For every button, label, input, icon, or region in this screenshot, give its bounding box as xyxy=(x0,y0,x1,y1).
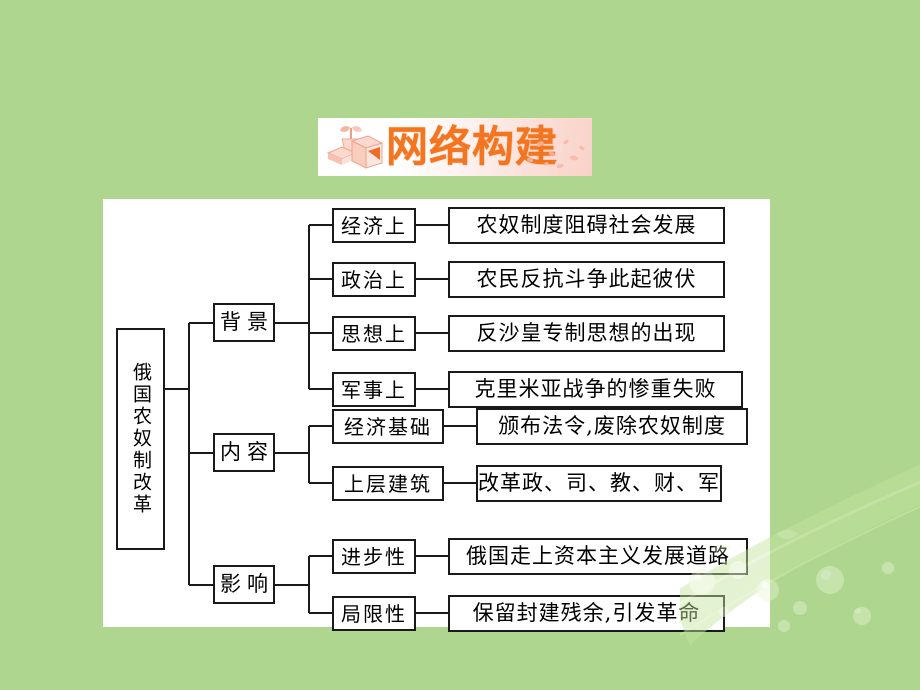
node-impact-limitation[interactable]: 局限性 xyxy=(332,596,416,631)
node-content-superstructure[interactable]: 上层建筑 xyxy=(332,466,444,501)
node-impact-progressive[interactable]: 进步性 xyxy=(332,539,416,574)
detail-background-economic[interactable]: 农奴制度阻碍社会发展 xyxy=(448,207,725,244)
detail-content-economic-base[interactable]: 颁布法令,废除农奴制度 xyxy=(476,408,748,445)
detail-impact-progressive[interactable]: 俄国走上资本主义发展道路 xyxy=(448,538,748,575)
node-background-ideological[interactable]: 思想上 xyxy=(332,316,416,351)
node-branch-content[interactable]: 内容 xyxy=(213,433,275,472)
node-root[interactable]: 俄国农奴制改革 xyxy=(116,328,165,550)
detail-background-political[interactable]: 农民反抗斗争此起彼伏 xyxy=(448,261,725,298)
detail-impact-limitation[interactable]: 保留封建残余,引发革命 xyxy=(448,595,725,632)
node-background-economic[interactable]: 经济上 xyxy=(332,208,416,243)
detail-background-military[interactable]: 克里米亚战争的惨重失败 xyxy=(448,371,743,408)
new-boxes-sprout-logo xyxy=(322,121,384,173)
mindmap-connectors xyxy=(165,223,476,615)
section-title-banner: 网络构建 xyxy=(318,118,592,176)
node-branch-background[interactable]: 背景 xyxy=(213,303,275,342)
page-title: 网络构建 xyxy=(386,122,559,171)
detail-content-superstructure[interactable]: 改革政、司、教、财、军 xyxy=(476,465,722,502)
node-background-military[interactable]: 军事上 xyxy=(332,372,416,407)
node-background-political[interactable]: 政治上 xyxy=(332,262,416,297)
node-branch-impact[interactable]: 影响 xyxy=(213,565,275,604)
mindmap-panel: 俄国农奴制改革 背景 内容 影响 经济上 农奴制度阻碍社会发展 政治上 农民反抗… xyxy=(103,199,770,632)
node-content-economic-base[interactable]: 经济基础 xyxy=(332,409,444,444)
detail-background-ideological[interactable]: 反沙皇专制思想的出现 xyxy=(448,315,725,352)
